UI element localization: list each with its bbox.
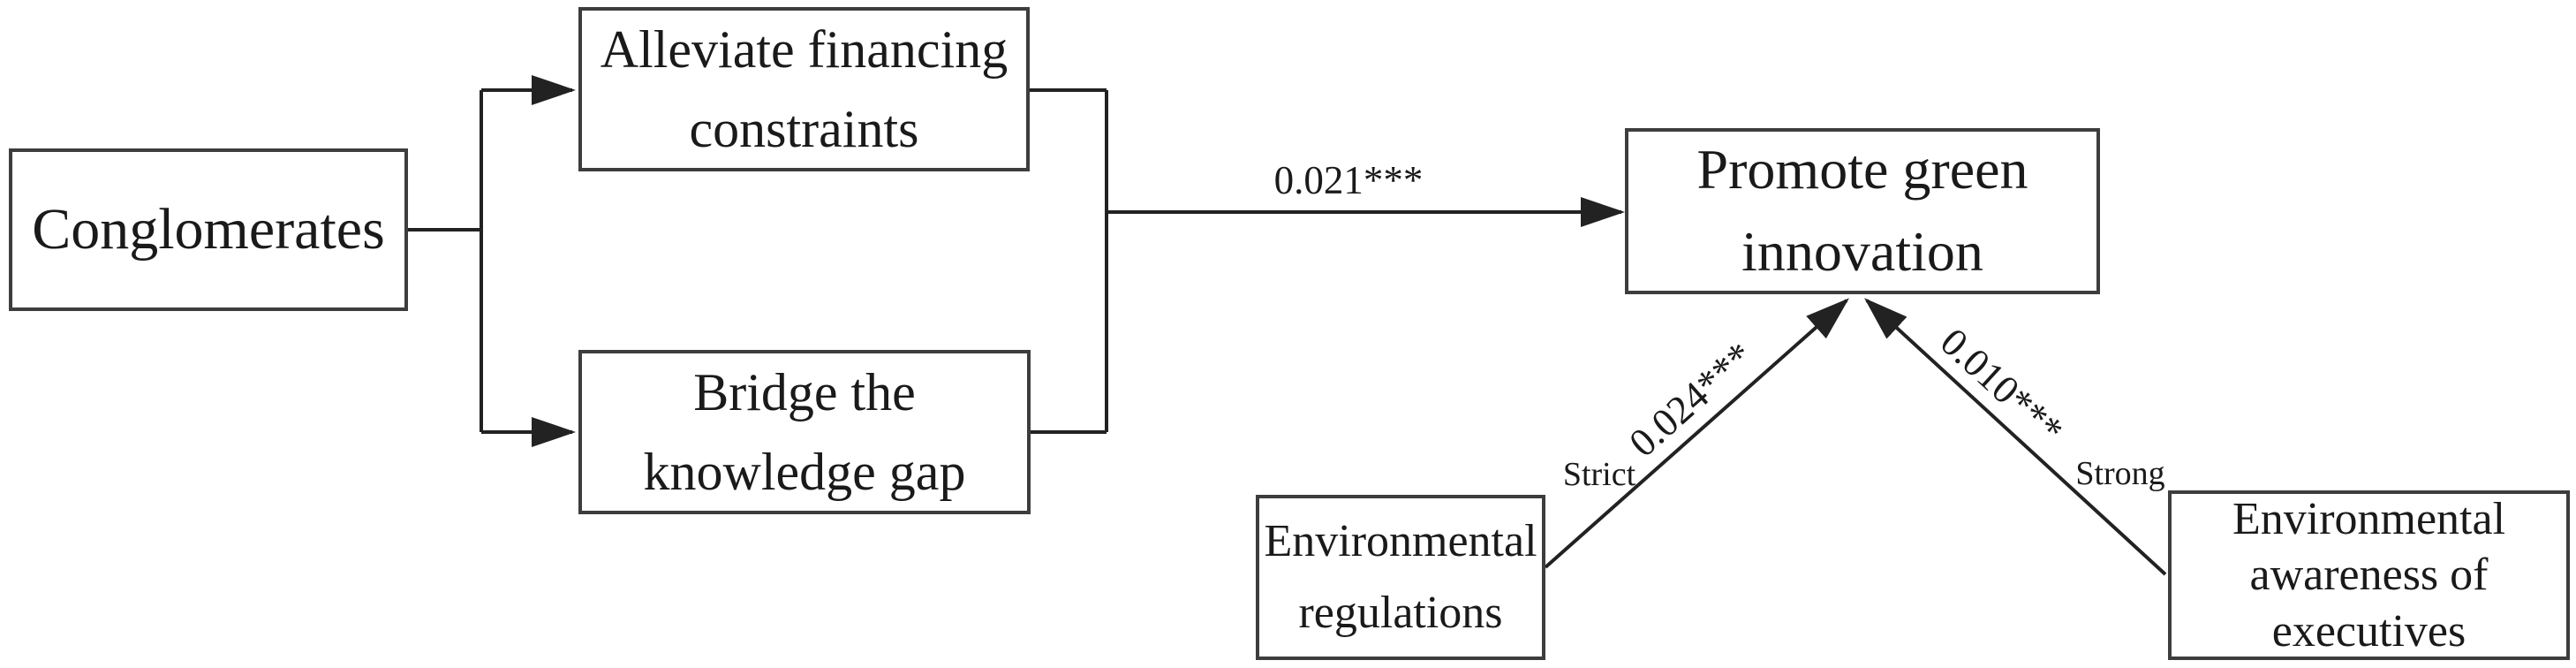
arrow-awareness-to-promote	[1864, 298, 2167, 576]
node-bridge-knowledge-gap: Bridge the knowledge gap	[578, 350, 1031, 514]
node-label-line: innovation	[1741, 220, 1983, 283]
node-label-line: knowledge gap	[643, 443, 966, 501]
node-label-line: constraints	[689, 100, 919, 158]
node-label-line: Environmental	[2232, 493, 2506, 544]
node-label-line: awareness of	[2249, 550, 2489, 601]
node-label-line: Promote green	[1696, 138, 2028, 201]
node-alleviate-financing-constraints: Alleviate financing constraints	[578, 7, 1030, 171]
node-conglomerates: Conglomerates	[9, 148, 408, 311]
node-label-line: regulations	[1298, 587, 1503, 638]
node-environmental-regulations: Environmental regulations	[1256, 495, 1545, 660]
node-label-line: Alleviate financing	[600, 20, 1008, 79]
node-promote-green-innovation: Promote green innovation	[1625, 128, 2100, 294]
path-coefficient-main-effect: 0.021***	[1273, 158, 1424, 202]
moderator-level-strong: Strong	[2075, 455, 2165, 492]
arrow-regulations-to-promote	[1544, 298, 1849, 569]
node-label-line: executives	[2271, 605, 2466, 657]
node-label-line: Bridge the	[693, 363, 916, 421]
node-label-line: Environmental	[1264, 515, 1537, 566]
node-label-line: Conglomerates	[32, 197, 385, 262]
moderator-level-strict: Strict	[1562, 456, 1636, 493]
node-environmental-awareness-executives: Environmental awareness of executives	[2168, 490, 2570, 660]
